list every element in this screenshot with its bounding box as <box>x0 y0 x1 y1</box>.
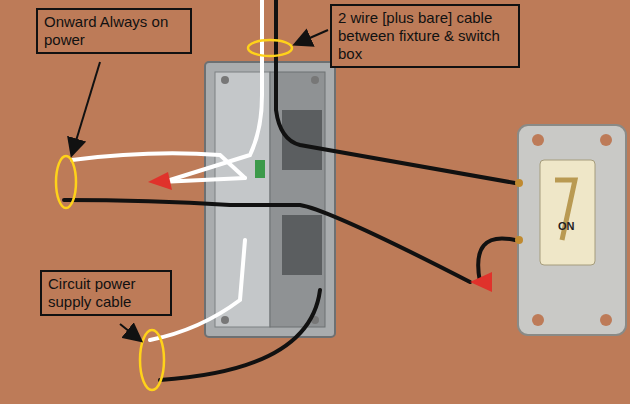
leader-arrow <box>120 324 140 340</box>
callout-text: Circuit power supply cable <box>48 275 164 311</box>
switch-label: ON <box>558 220 575 232</box>
switch-box <box>205 62 335 337</box>
callout-box: Circuit power supply cable <box>40 270 172 316</box>
leader-arrow <box>72 62 100 154</box>
cable-highlight <box>248 40 292 56</box>
callout-text: Onward Always on power <box>44 13 184 49</box>
wire-nut <box>148 172 172 190</box>
callout-box: Onward Always on power <box>36 8 192 54</box>
callout-box: 2 wire [plus bare] cable between fixture… <box>330 4 520 68</box>
cable-highlight <box>56 156 76 208</box>
cable-highlight <box>140 330 164 390</box>
leader-arrow <box>296 30 328 44</box>
wire-nut <box>470 272 492 292</box>
light-switch <box>515 125 626 335</box>
callout-text: 2 wire [plus bare] cable between fixture… <box>338 9 512 63</box>
